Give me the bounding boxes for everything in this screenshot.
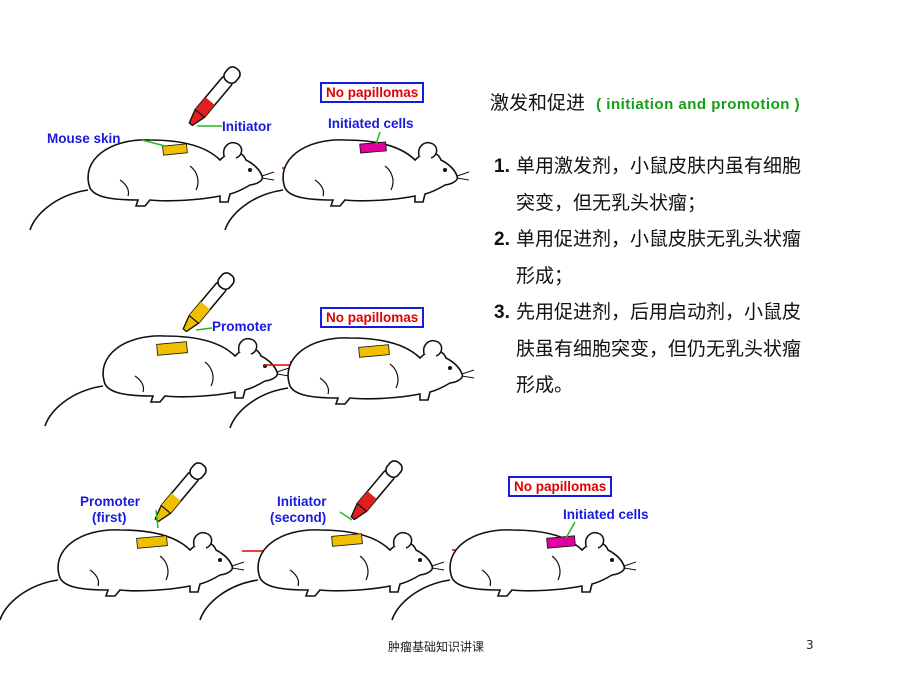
footer-course-title: 肿瘤基础知识讲课 [388,640,485,654]
panel3-initiated-patch [546,535,576,549]
panel2-mouse-right [229,337,475,429]
panel3-promoter-dropper [150,459,210,526]
panel2-result-box: No papillomas [320,307,425,328]
list-item-1: 1. 单用激发剂，小鼠皮肤内虽有细胞 突变，但无乳头状瘤； [494,148,884,221]
label-initiated-cells-3: Initiated cells [563,507,649,522]
list-item-text: 单用促进剂，小鼠皮肤无乳头状瘤 [516,228,802,250]
footer-page-number: 3 [806,638,814,652]
panel1-skin-patch [162,143,188,156]
panel3-result-box: No papillomas [508,476,613,497]
label-initiator-second-1: Initiator [277,494,327,509]
list-item-text: 形成； [516,265,574,287]
list-item-3: 3. 先用促进剂，后用启动剂，小鼠皮 肤虽有细胞突变，但仍无乳头状瘤 形成。 [494,294,884,403]
panel1-initiated-patch [359,141,387,154]
panel2-promoter-dropper [178,269,238,336]
list-item-text: 先用促进剂，后用启动剂，小鼠皮 [516,301,802,323]
list-item-text: 肤虽有细胞突变，但仍无乳头状瘤 [516,338,802,360]
heading-chinese: 激发和促进 [490,92,586,114]
explanation-list: 1. 单用激发剂，小鼠皮肤内虽有细胞 突变，但无乳头状瘤； 2. 单用促进剂，小鼠皮… [494,148,884,403]
list-item-2: 2. 单用促进剂，小鼠皮肤无乳头状瘤 形成； [494,221,884,294]
label-initiated-cells: Initiated cells [328,116,414,131]
label-promoter-first-2: (first) [92,510,127,525]
panel3-mouse-3 [391,529,637,621]
panel1-mouse-left [29,139,275,231]
leader-initiated-cells [375,131,381,145]
label-promoter: Promoter [212,319,273,334]
list-item-number: 2. [494,229,510,250]
leader-initiator-second [339,511,353,521]
panel3-second-patch [331,533,363,547]
leader-mouse-skin [141,139,166,147]
leader-promoter-first [155,509,159,529]
list-item-number: 1. [494,156,510,177]
heading: 激发和促进 ( initiation and promotion ) [490,88,800,115]
leader-initiated-cells-3 [565,521,576,539]
panel1-initiator-dropper [184,63,244,130]
panel3-initiator-dropper [346,457,406,524]
panel3-promoter-patch [136,535,168,549]
label-promoter-first-1: Promoter [80,494,141,509]
label-initiator-second-2: (second) [270,510,327,525]
panel1-result-box: No papillomas [320,82,425,103]
panel2-promoter-patch [156,341,188,356]
heading-english: ( initiation and promotion ) [596,96,801,113]
list-item-text: 形成。 [516,374,574,396]
panel1-mouse-right [224,139,470,231]
list-item-text: 突变，但无乳头状瘤； [516,192,707,214]
label-mouse-skin: Mouse skin [47,131,121,146]
list-item-number: 3. [494,302,510,323]
list-item-text: 单用激发剂，小鼠皮肤内虽有细胞 [516,155,802,177]
panel2-result-patch [358,344,390,358]
panel3-mouse-2 [199,529,445,621]
leader-promoter [195,327,213,331]
label-initiator: Initiator [222,119,272,134]
